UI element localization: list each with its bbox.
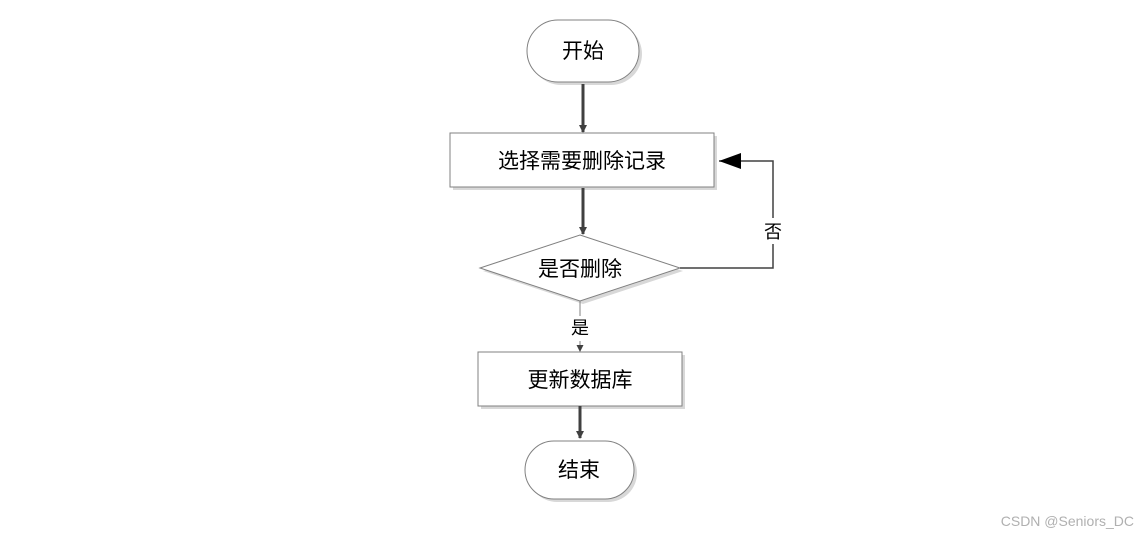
start-node: 开始: [526, 19, 642, 85]
watermark-text: CSDN @Seniors_DC: [1000, 513, 1134, 529]
decision-node: 是否删除: [478, 234, 683, 304]
yes-label: 是: [571, 318, 589, 339]
select-record-node: 选择需要删除记录: [449, 132, 717, 190]
no-label: 否: [764, 222, 782, 243]
end-label: 结束: [558, 458, 600, 482]
start-label: 开始: [562, 39, 604, 63]
select-record-label: 选择需要删除记录: [498, 149, 666, 173]
update-database-node: 更新数据库: [477, 351, 685, 409]
update-database-label: 更新数据库: [528, 368, 633, 392]
decision-label: 是否删除: [538, 257, 622, 281]
end-node: 结束: [524, 440, 637, 502]
arrow-no-loop: [680, 153, 774, 269]
